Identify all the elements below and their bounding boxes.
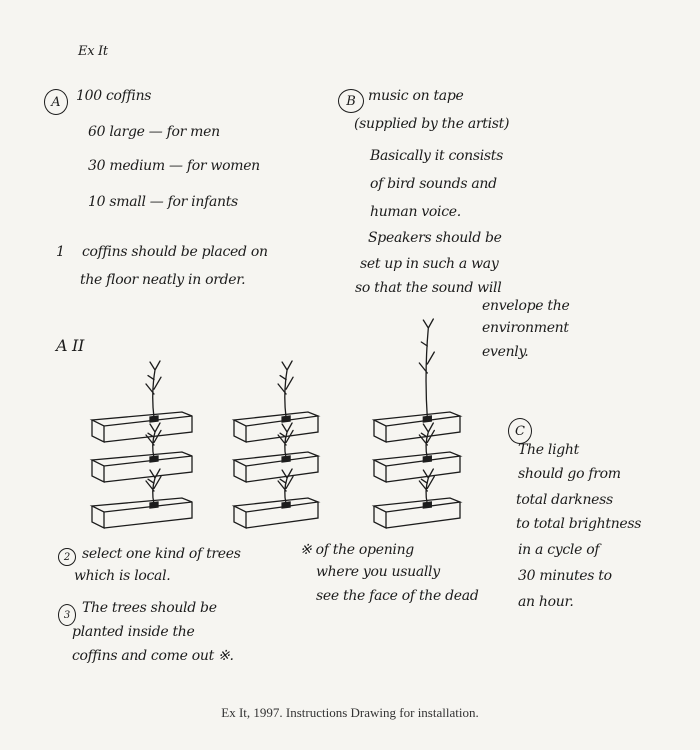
coffin-side (373, 501, 461, 530)
section-a-line: 30 medium — for women (88, 158, 260, 174)
coffin-side (91, 415, 193, 444)
coffin-opening (281, 501, 291, 509)
section-c-marker: C (508, 418, 532, 444)
tree (277, 468, 294, 505)
section-a2-label: A II (56, 336, 85, 355)
coffin-opening (149, 501, 159, 509)
coffin-opening (422, 415, 432, 423)
section-a-line: 10 small — for infants (88, 194, 238, 210)
note-3-marker: 3 (58, 604, 76, 626)
tree (277, 360, 294, 419)
coffin-side (91, 455, 193, 484)
coffin-opening (422, 455, 432, 463)
coffin-top (231, 497, 321, 513)
section-a-line: 60 large — for men (88, 124, 220, 140)
note-2-line: select one kind of trees (82, 546, 241, 562)
coffin-opening (281, 455, 291, 463)
coffin-side (373, 455, 461, 484)
note-1-line: coffins should be placed on (82, 244, 268, 260)
coffin-top (371, 411, 463, 427)
section-a-line: 100 coffins (76, 88, 152, 104)
coffin-side (233, 415, 319, 444)
tree (145, 422, 162, 459)
tree (418, 318, 435, 419)
note-3-line: coffins and come out ※. (72, 648, 234, 664)
section-c-line: in a cycle of (518, 542, 600, 558)
section-b-line: environment (482, 320, 569, 336)
section-b-marker: B (338, 89, 364, 113)
section-c-line: 30 minutes to (518, 568, 612, 584)
section-b-line: so that the sound will (355, 280, 502, 296)
note-2-line: which is local. (74, 568, 171, 584)
tree (418, 422, 435, 459)
tree (145, 468, 162, 505)
section-c-line: total darkness (516, 492, 613, 508)
note-1-marker: 1 (56, 244, 65, 260)
section-c-line: an hour. (518, 594, 574, 610)
section-b-line: (supplied by the artist) (354, 116, 510, 132)
star-note-line: where you usually (316, 564, 440, 580)
tree (277, 422, 294, 459)
section-a-marker: A (44, 89, 68, 115)
section-b-line: envelope the (482, 298, 570, 314)
coffin-top (231, 411, 321, 427)
coffin-side (233, 455, 319, 484)
tree (418, 468, 435, 505)
coffin-top (89, 497, 193, 513)
coffin-opening (149, 455, 159, 463)
coffin-opening (422, 501, 432, 509)
section-b-line: set up in such a way (360, 256, 499, 272)
section-b-line: Basically it consists (370, 148, 503, 164)
coffin-top (89, 451, 193, 467)
coffin-side (373, 415, 461, 444)
coffin-top (371, 451, 463, 467)
section-c-line: should go from (518, 466, 621, 482)
coffin-top (231, 451, 321, 467)
section-b-line: music on tape (368, 88, 464, 104)
section-b-line: evenly. (482, 344, 529, 360)
section-c-line: to total brightness (516, 516, 642, 532)
coffin-side (233, 501, 319, 530)
tree (145, 360, 162, 419)
note-3-line: The trees should be (82, 600, 217, 616)
document-title: Ex It (78, 44, 108, 59)
star-note-line: ※ of the opening (300, 542, 414, 558)
section-b-line: of bird sounds and (370, 176, 497, 192)
star-note-line: see the face of the dead (316, 588, 479, 604)
section-b-line: human voice. (370, 204, 461, 220)
coffin-top (371, 497, 463, 513)
coffin-opening (149, 415, 159, 423)
figure-caption: Ex It, 1997. Instructions Drawing for in… (221, 705, 479, 720)
section-b-line: Speakers should be (368, 230, 502, 246)
coffin-opening (281, 415, 291, 423)
coffin-top (89, 411, 193, 427)
section-c-line: The light (518, 442, 579, 458)
note-2-marker: 2 (58, 548, 76, 566)
note-1-line: the floor neatly in order. (80, 272, 246, 288)
coffin-side (91, 501, 193, 530)
note-3-line: planted inside the (72, 624, 195, 640)
